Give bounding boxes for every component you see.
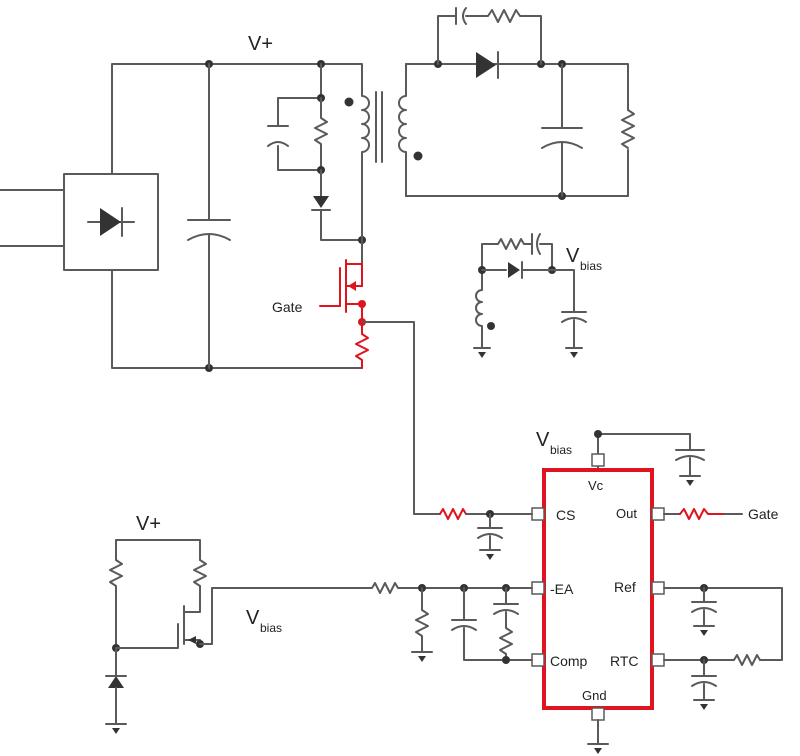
bridge-rectifier xyxy=(63,173,159,271)
gate-label-right: Gate xyxy=(748,506,779,522)
gate-label-left: Gate xyxy=(272,299,303,315)
output-stage xyxy=(405,7,635,200)
primary-rails xyxy=(111,60,363,372)
vplus-bottom-label: V+ xyxy=(136,513,161,535)
vc-supply xyxy=(591,430,705,486)
pin-cs-label: CS xyxy=(556,507,575,523)
controller-ic xyxy=(531,468,665,721)
input-ac-lines xyxy=(0,189,65,247)
pin-comp-label: Comp xyxy=(550,653,588,669)
cs-sense-wire xyxy=(361,321,441,515)
pin-rtc-label: RTC xyxy=(610,653,639,669)
feedback-section xyxy=(105,539,227,734)
flyback-transformer xyxy=(344,63,423,241)
pin-ea-label: -EA xyxy=(550,581,574,597)
aux-bias-winding xyxy=(473,233,587,358)
power-mosfet xyxy=(319,239,366,326)
pin-gnd-label: Gnd xyxy=(582,688,607,703)
rcd-snubber xyxy=(267,63,366,244)
vplus-top-label: V+ xyxy=(248,33,273,55)
sense-resistor xyxy=(355,321,369,369)
bulk-capacitor xyxy=(187,63,231,369)
vbias-label-top: V xyxy=(566,245,580,267)
vbias-label-vc: V xyxy=(536,429,550,451)
pin-vc-label: Vc xyxy=(588,478,604,493)
pin-out-label: Out xyxy=(616,506,637,521)
vbias-label-feedback: V xyxy=(246,607,260,629)
ic-ground xyxy=(587,719,609,754)
error-amp-network xyxy=(225,582,533,664)
cs-filter xyxy=(439,508,533,560)
vbias-sub-top: bias xyxy=(580,259,602,273)
pin-ref-label: Ref xyxy=(614,579,636,595)
ref-rtc-network xyxy=(663,584,783,710)
vbias-sub-feedback: bias xyxy=(260,621,282,635)
gate-drive xyxy=(663,508,743,520)
vbias-sub-vc: bias xyxy=(550,443,572,457)
